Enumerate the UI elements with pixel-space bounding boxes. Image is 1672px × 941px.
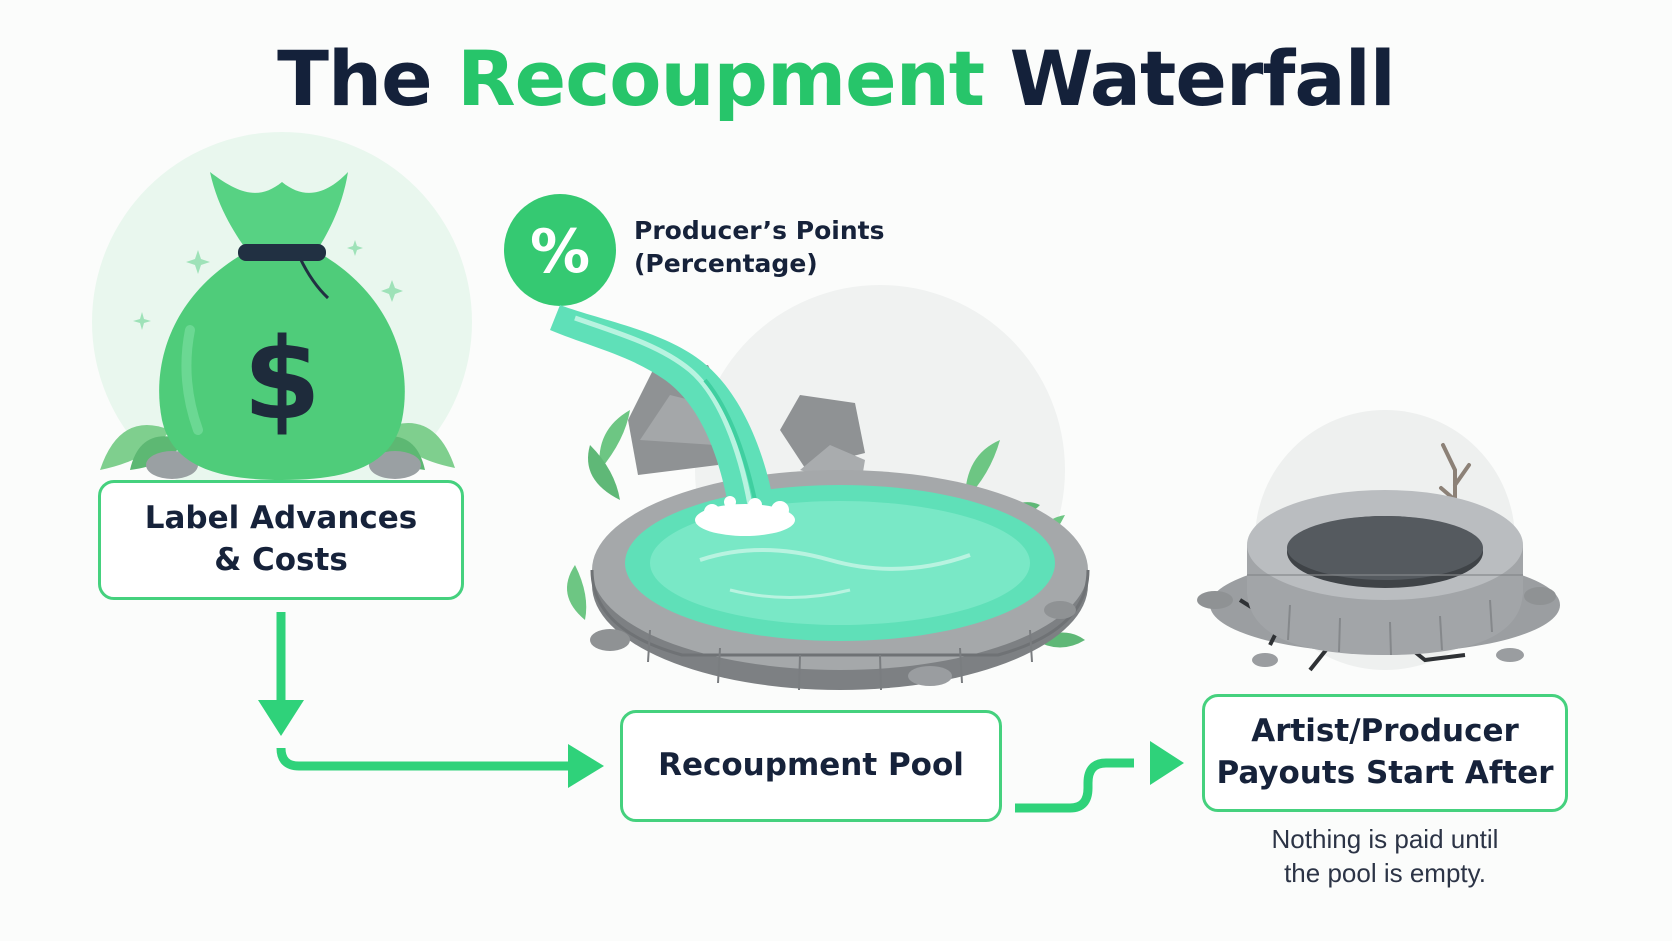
percent-symbol: % xyxy=(530,217,590,287)
arrow-head-down xyxy=(258,700,304,736)
label-advances-box: Label Advances & Costs xyxy=(98,480,464,600)
arrow-to-payouts xyxy=(1015,758,1134,813)
producer-points-label: Producer’s Points (Percentage) xyxy=(634,214,884,280)
title-accent: Recoupment xyxy=(457,34,985,123)
payouts-box: Artist/Producer Payouts Start After xyxy=(1202,694,1568,812)
sparkle-icon xyxy=(133,240,403,330)
money-bag-icon xyxy=(100,172,455,480)
label-advances-line1: Label Advances xyxy=(144,500,418,537)
producer-points-line1: Producer’s Points xyxy=(634,216,885,245)
recoupment-pool-box: Recoupment Pool xyxy=(620,710,1002,822)
payouts-line2: Payouts Start After xyxy=(1216,755,1554,791)
arrow-to-pool xyxy=(276,747,569,771)
payout-note-line1: Nothing is paid until xyxy=(1271,824,1499,854)
arrow-head-payouts xyxy=(1150,741,1184,785)
payout-note: Nothing is paid until the pool is empty. xyxy=(1210,822,1560,891)
title-part2: Waterfall xyxy=(1009,34,1396,123)
title-part1: The xyxy=(277,34,432,123)
flow-arrows xyxy=(276,612,1134,813)
label-advances-line2: & Costs xyxy=(214,542,348,578)
producer-points-line2: (Percentage) xyxy=(634,249,818,278)
dry-well-illustration xyxy=(1197,443,1560,672)
dollar-sign-icon: $ xyxy=(243,315,321,445)
recoupment-pool-label: Recoupment Pool xyxy=(658,747,964,784)
waterfall-pool-illustration xyxy=(550,305,1090,691)
payouts-line1: Artist/Producer xyxy=(1251,713,1519,750)
arrow-head-pool xyxy=(568,744,604,788)
payout-note-line2: the pool is empty. xyxy=(1284,858,1486,889)
percent-icon xyxy=(504,194,616,306)
page-title: The Recoupment Waterfall xyxy=(0,34,1672,123)
